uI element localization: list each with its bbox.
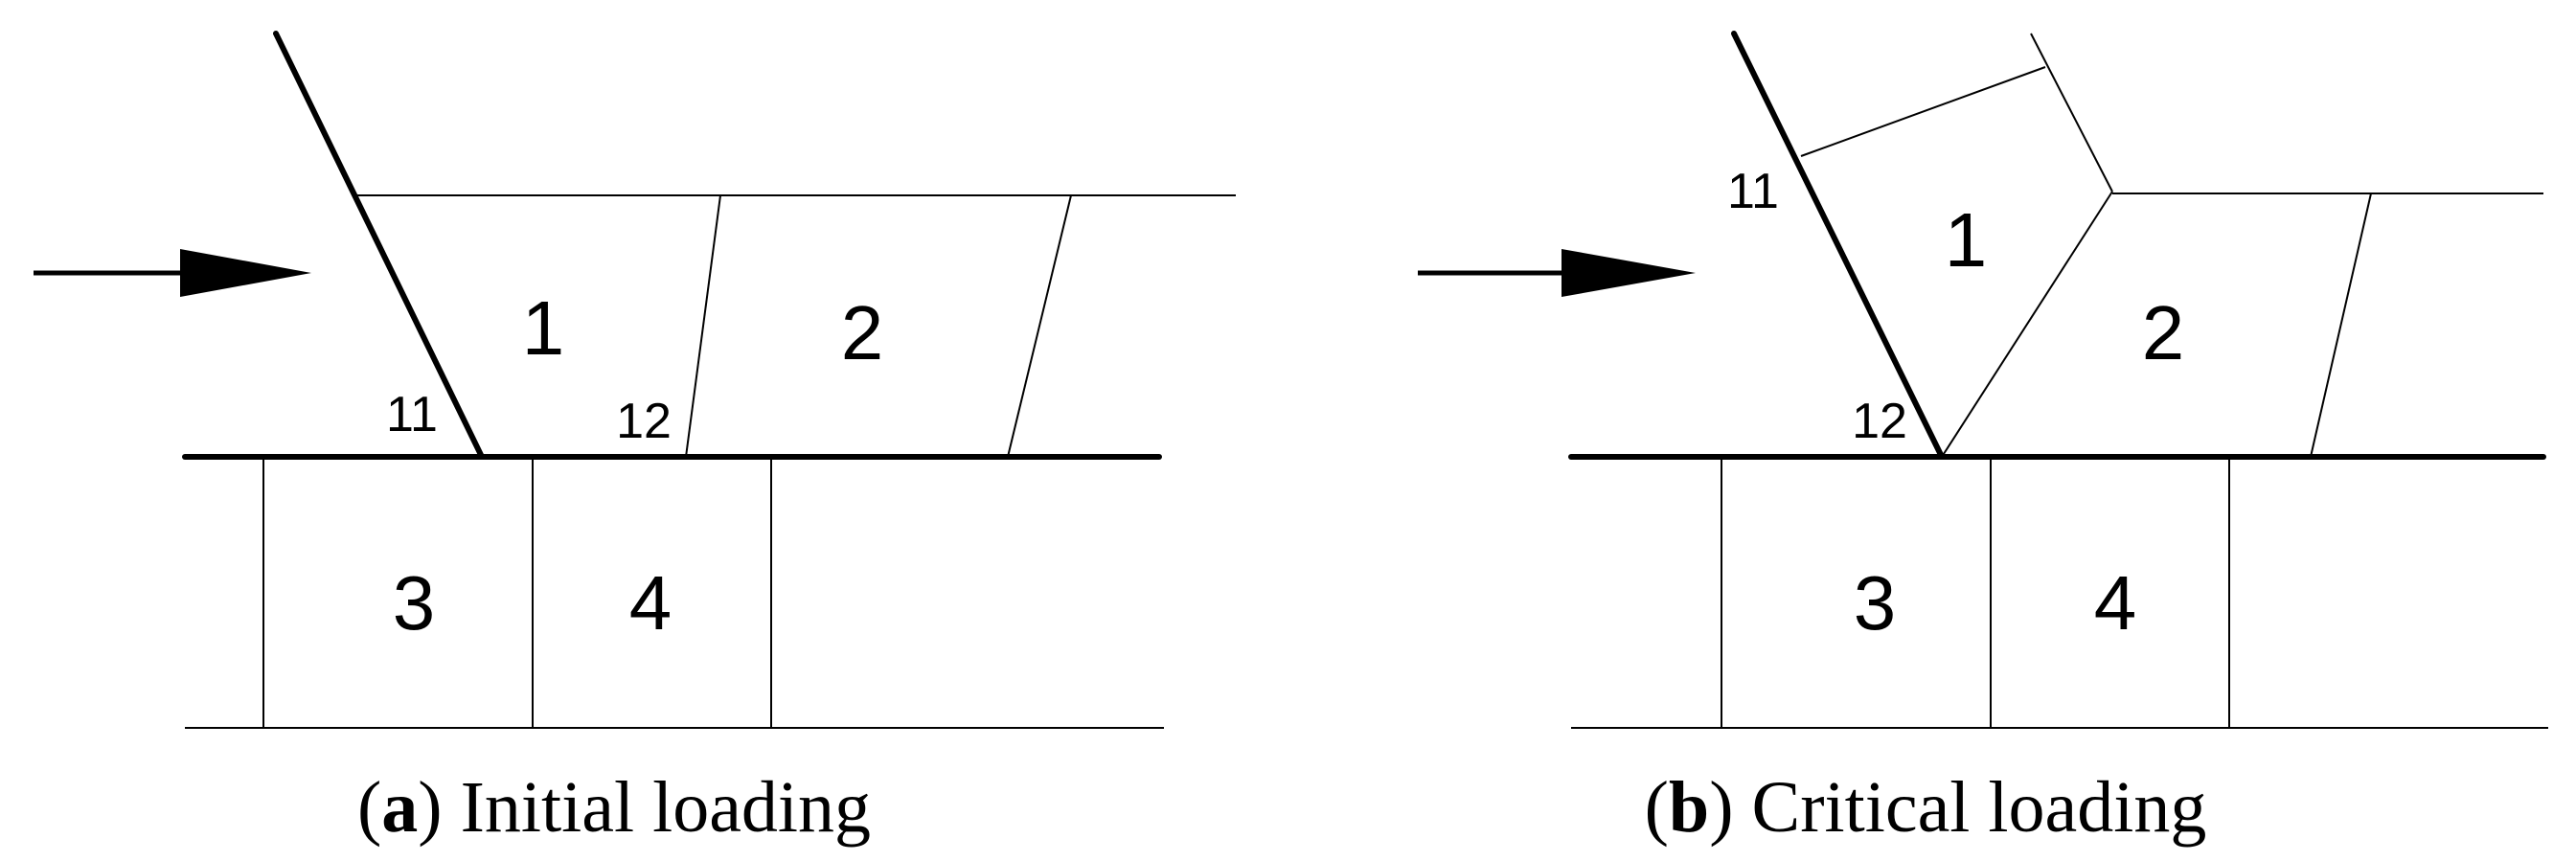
region-3-a: 3 xyxy=(393,560,436,646)
node-11-b: 11 xyxy=(1727,164,1779,219)
node-11-a: 11 xyxy=(386,387,438,442)
region-1-a: 1 xyxy=(522,285,565,371)
region-3-b: 3 xyxy=(1854,560,1897,646)
region-1-b: 1 xyxy=(1945,197,1988,283)
load-arrow-b xyxy=(1418,249,1696,297)
load-arrow-a xyxy=(34,249,311,297)
region-2-b: 2 xyxy=(2142,290,2185,375)
caption-a: (a) Initial loading xyxy=(357,767,871,848)
elem1-right-upper-b xyxy=(2030,33,2113,193)
caption-b: (b) Critical loading xyxy=(1645,767,2207,848)
tool-edge-a xyxy=(273,31,485,460)
region-4-b: 4 xyxy=(2094,560,2137,646)
region-4-a: 4 xyxy=(629,560,672,646)
divider-2-right-b xyxy=(2310,193,2372,458)
panel-a: 1 2 3 4 11 12 (a) Initial loading xyxy=(34,31,1236,848)
node-12-b: 12 xyxy=(1852,394,1907,449)
divider-1-2-a xyxy=(685,194,721,458)
node-12-a: 12 xyxy=(616,394,672,449)
elem1-top-b xyxy=(1800,66,2046,157)
region-2-a: 2 xyxy=(841,290,884,375)
tool-edge-b xyxy=(1731,31,1945,460)
divider-2-right-a xyxy=(1007,194,1072,458)
panel-b: 1 2 3 4 11 12 (b) Critical loading xyxy=(1418,31,2548,848)
elem1-right-lower-b xyxy=(1941,191,2113,458)
